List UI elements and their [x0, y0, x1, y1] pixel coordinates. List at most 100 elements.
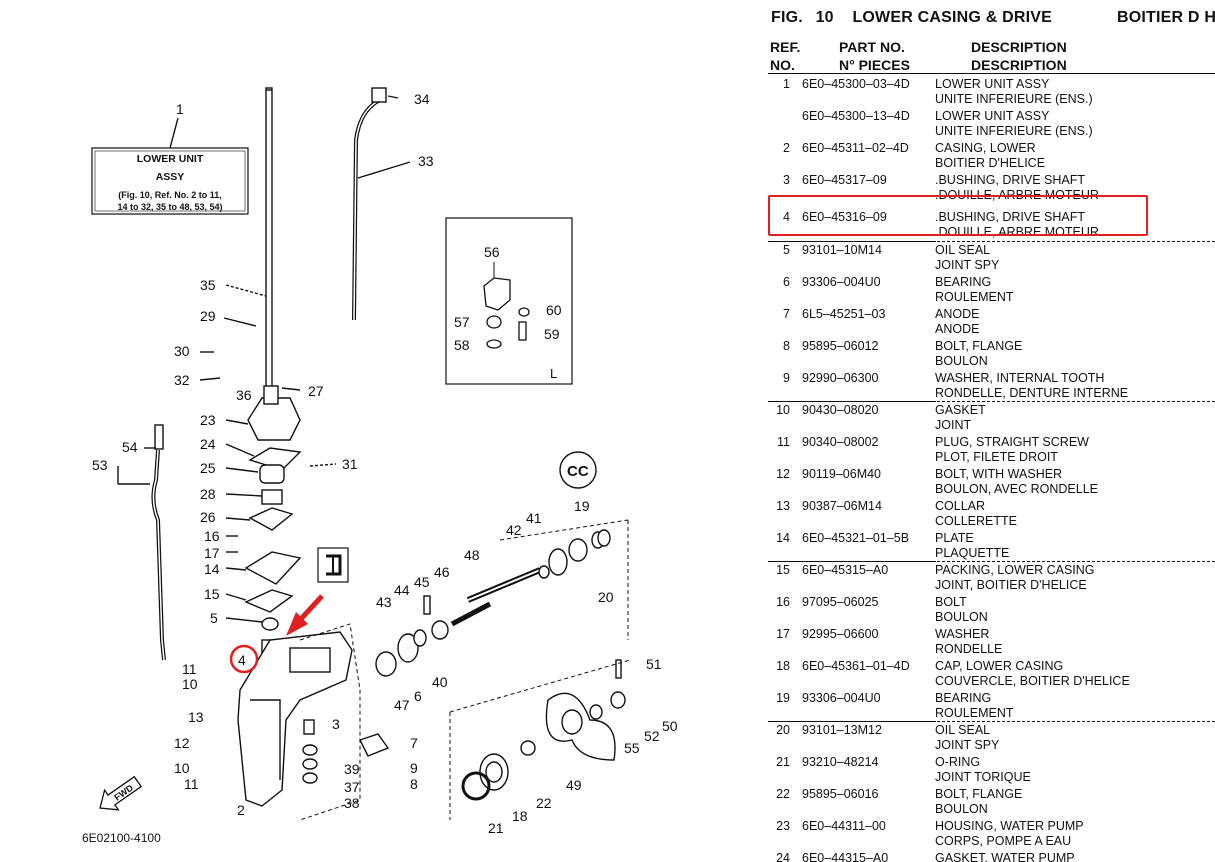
callout-17: 17	[204, 545, 220, 561]
part-no: 95895–06012	[802, 339, 879, 353]
callout-28: 28	[200, 486, 216, 502]
callout-49: 49	[566, 777, 582, 793]
bushing-detail-icon	[317, 547, 349, 583]
description-fr: COUVERCLE, BOITIER D'HELICE	[935, 674, 1130, 688]
assy-label-line3: (Fig. 10, Ref. No. 2 to 11,	[118, 190, 222, 200]
callout-31: 31	[342, 456, 358, 472]
description-en: BOLT, WITH WASHER	[935, 467, 1063, 481]
part-no: 6L5–45251–03	[802, 307, 886, 321]
ref-no: 7	[783, 307, 790, 321]
ref-no: 13	[776, 499, 790, 513]
callout-57: 57	[454, 314, 470, 330]
part-no: 90430–08020	[802, 403, 879, 417]
callout-23: 23	[200, 412, 216, 428]
description-fr: BOULON	[935, 802, 988, 816]
ref-no: 11	[777, 435, 790, 449]
ref-no: 15	[776, 563, 790, 577]
description-fr: ROULEMENT	[935, 706, 1014, 720]
callout-16: 16	[204, 528, 220, 544]
drawing-code: 6E02100-4100	[82, 831, 161, 845]
row-highlight-box	[768, 195, 1148, 236]
description-fr: BOITIER D'HELICE	[935, 156, 1046, 170]
callout-52: 52	[644, 728, 660, 744]
part-no: 6E0–45361–01–4D	[802, 659, 910, 673]
header-divider	[768, 73, 1215, 74]
part-no: 93101–13M12	[802, 723, 882, 737]
callout-8: 8	[410, 776, 418, 792]
part-no: 6E0–44311–00	[802, 819, 886, 833]
callout-27: 27	[308, 383, 324, 399]
svg-text:CC: CC	[567, 463, 589, 480]
ref-no: 5	[783, 243, 790, 257]
col-header-ref: REF. NO.	[770, 38, 800, 74]
col-header-desc-line1: DESCRIPTION	[971, 39, 1067, 55]
ref-no: 1	[783, 77, 790, 91]
callout-38: 38	[344, 795, 360, 811]
description-en: BOLT, FLANGE	[935, 787, 1023, 801]
description-en: LOWER UNIT ASSY	[935, 109, 1050, 123]
callout-35: 35	[200, 277, 216, 293]
description-en: PLATE	[935, 531, 974, 545]
part-no: 97095–06025	[802, 595, 879, 609]
description-en: COLLAR	[935, 499, 986, 513]
description-en: WASHER	[935, 627, 990, 641]
callout-55: 55	[624, 740, 640, 756]
callout-15: 15	[204, 586, 220, 602]
callout-18: 18	[512, 808, 528, 824]
callout-7: 7	[410, 735, 418, 751]
callout-54: 54	[122, 439, 138, 455]
part-no: 93306–004U0	[802, 275, 881, 289]
ref-no: 2	[783, 141, 790, 155]
callout-45: 45	[414, 574, 430, 590]
callout-22: 22	[536, 795, 552, 811]
description-en: ANODE	[935, 307, 980, 321]
description-fr: RONDELLE, DENTURE INTERNE	[935, 386, 1129, 400]
part-no: 95895–06016	[802, 787, 879, 801]
description-en: WASHER, INTERNAL TOOTH	[935, 371, 1105, 385]
callout-29: 29	[200, 308, 216, 324]
callout-20: 20	[598, 589, 614, 605]
description-fr: BOULON, AVEC RONDELLE	[935, 482, 1099, 496]
description-fr: BOULON	[935, 610, 988, 624]
callout-11a: 11	[182, 661, 197, 677]
callout-42: 42	[506, 522, 522, 538]
figure-title-fr: BOITIER D H	[1117, 9, 1215, 26]
callout-24: 24	[200, 436, 216, 452]
ref-no: 8	[783, 339, 790, 353]
description-en: BOLT, FLANGE	[935, 339, 1023, 353]
part-no: 6E0–45300–13–4D	[802, 109, 910, 123]
red-annotation	[229, 594, 324, 674]
description-fr: CORPS, POMPE A EAU	[935, 834, 1072, 848]
figure-title: FIG. 10 LOWER CASING & DRIVE BOITIER D H	[771, 9, 1215, 27]
figure-prefix: FIG.	[771, 9, 803, 26]
part-no: 92990–06300	[802, 371, 879, 385]
ref-no: 19	[776, 691, 790, 705]
callout-59: 59	[544, 326, 560, 342]
callout-12: 12	[174, 735, 190, 751]
ref-no: 10	[776, 403, 790, 417]
ref-no: 17	[776, 627, 790, 641]
col-header-ref-line1: REF.	[770, 39, 801, 55]
description-en: BEARING	[935, 691, 992, 705]
description-fr: BOULON	[935, 354, 988, 368]
description-en: PLUG, STRAIGHT SCREW	[935, 435, 1089, 449]
description-en: CASING, LOWER	[935, 141, 1036, 155]
fwd-arrow: FWD	[99, 775, 143, 811]
ref-no: 16	[776, 595, 790, 609]
callout-32: 32	[174, 372, 190, 388]
callout-1: 1	[176, 101, 184, 117]
description-fr: PLAQUETTE	[935, 546, 1010, 560]
assy-label-line2: ASSY	[156, 171, 185, 183]
description-fr: JOINT SPY	[935, 258, 1000, 272]
col-header-part-line1: PART NO.	[839, 39, 905, 55]
